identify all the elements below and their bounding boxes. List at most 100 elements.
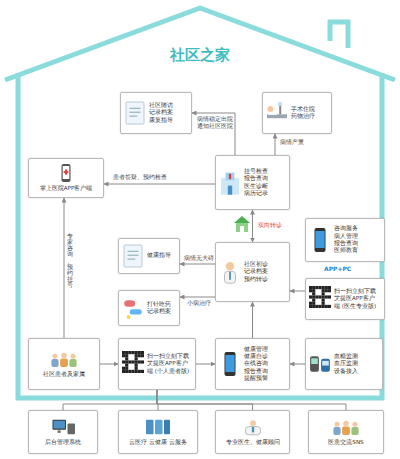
icon-part: [318, 286, 321, 289]
diagram-title: 社区之家: [0, 46, 400, 65]
icon-part: [318, 305, 321, 308]
icon-part: [229, 272, 231, 280]
node-icon: [331, 418, 361, 436]
connector: [63, 390, 157, 410]
icon-shapes: [53, 420, 76, 434]
node-text: 社区随访 记录档案 康复指导: [149, 102, 175, 124]
text-group: 云医疗 云健康 云服务: [122, 439, 194, 446]
icon-part: [343, 421, 348, 426]
icon-part: [130, 309, 142, 314]
icon-part: [315, 228, 326, 252]
icon-part: [127, 315, 131, 319]
icon-part: [52, 354, 57, 359]
process-box: 扫一扫立刻下载 艾提医APP客户端 (个人患者版): [118, 338, 196, 390]
icon-part: [135, 351, 138, 354]
node-icon: [266, 100, 288, 126]
icon-part: [51, 359, 58, 367]
process-box: 健康管理 健康自诊 在线咨询 报告查询 提醒预警: [215, 338, 290, 390]
icon-part: [309, 295, 312, 298]
icon-shapes: [225, 262, 236, 283]
icon-part: [122, 360, 125, 363]
icon-part: [60, 358, 68, 367]
icon-part: [122, 354, 125, 357]
icon-part: [70, 354, 75, 359]
icon-shapes: [146, 420, 170, 434]
icon-part: [325, 305, 328, 308]
icon-part: [62, 164, 71, 182]
icon-part: [267, 106, 273, 112]
icon-part: [322, 289, 325, 292]
icon-part: [312, 289, 315, 292]
connector: [252, 210, 253, 242]
text-group: 打针吃药 记录档案: [147, 301, 173, 316]
icon-part: [141, 360, 144, 363]
roof: [5, 8, 395, 80]
icon-part: [68, 423, 76, 434]
icon-part: [322, 286, 325, 289]
node-icon: [122, 351, 144, 377]
icon-part: [138, 370, 141, 373]
icon-part: [130, 112, 141, 113]
process-box: 社区初诊 记录档案 预约转诊: [215, 242, 290, 302]
icon-part: [138, 354, 141, 357]
node-text: 血糖监测 血压监测: [334, 353, 360, 368]
icon-part: [328, 289, 331, 292]
icon-part: [322, 305, 325, 308]
icon-part: [128, 251, 139, 252]
icon-part: [125, 357, 128, 360]
process-box: 云医疗 云健康 云服务: [118, 410, 198, 454]
edge-label: 病情稳定出院 通知社区医院: [196, 116, 234, 130]
icon-part: [334, 422, 339, 427]
icon-part: [135, 370, 138, 373]
node-icon: [122, 295, 144, 321]
node-text: 医患交流SNS: [312, 439, 380, 446]
process-box: 挂号检查 报告查询 医生诊断 病历记录: [215, 155, 290, 210]
icon-part: [124, 300, 135, 307]
icon-part: [309, 302, 312, 305]
text-group: 后台管理系统: [32, 439, 94, 446]
icon-part: [328, 286, 331, 289]
icon-part: [225, 271, 236, 283]
node-text: 健康指导: [147, 252, 173, 259]
icon-part: [325, 295, 328, 298]
icon-part: [135, 360, 138, 363]
icon-part: [225, 352, 236, 376]
icon-part: [122, 370, 125, 373]
icon-part: [342, 426, 350, 435]
icon-part: [325, 289, 328, 292]
process-box: 手术住院 药物治疗: [262, 92, 332, 134]
icon-part: [122, 351, 144, 377]
connector: [252, 302, 253, 338]
icon-part: [225, 355, 234, 372]
icon-part: [125, 360, 128, 363]
process-box: 专业医生、健康顾问: [215, 410, 290, 454]
connector: [196, 364, 215, 365]
icon-part: [312, 292, 315, 295]
icon-part: [325, 286, 328, 289]
icon-shapes: [124, 245, 142, 267]
icon-part: [122, 367, 125, 370]
node-text: 扫一扫立刻下载 艾提医APP客户端 (个人患者版): [147, 353, 193, 375]
icon-part: [315, 231, 324, 248]
icon-part: [267, 114, 287, 118]
referral-icon-roof: [234, 216, 250, 223]
text-group: 专业医生、健康顾问: [219, 439, 286, 446]
node-text: 打针吃药 记录档案: [147, 301, 173, 316]
connector: [64, 198, 65, 338]
icon-part: [333, 427, 340, 435]
icon-part: [58, 430, 61, 433]
node-text: 扫一扫立刻下载 艾提医APP客户端 (医生专业版): [334, 288, 380, 310]
node-text: 设备接入: [334, 368, 360, 375]
text-group: 医患交流SNS: [312, 439, 380, 446]
node-text: 社区患者及家属: [32, 371, 96, 378]
icon-part: [69, 359, 76, 367]
node-icon: [122, 243, 144, 269]
text-group: 扫一扫立刻下载 艾提医APP客户端 (医生专业版): [334, 288, 380, 310]
process-box: 医患交流SNS: [308, 410, 384, 454]
icon-part: [322, 292, 325, 295]
icon-shapes: [315, 228, 326, 252]
icon-part: [250, 420, 256, 426]
process-box: 掌上医院APP客户端: [28, 158, 104, 198]
node-icon: [309, 286, 331, 312]
